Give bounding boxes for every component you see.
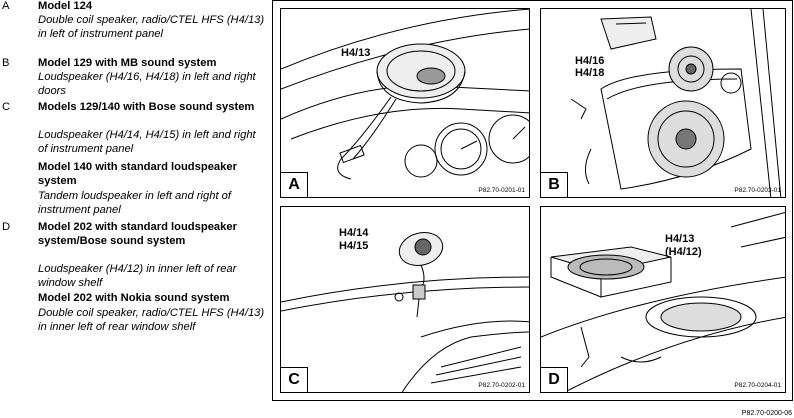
figure-frame: H4/13 A P82.70-0201-01	[272, 0, 793, 401]
panel-d: H4/13 (H4/12) D P82.70-0204-01	[540, 206, 786, 393]
legend-letter-d: D	[2, 221, 11, 233]
legend-desc-a: Double coil speaker, radio/CTEL HFS (H4/…	[38, 14, 265, 40]
panel-a-callout-1: H4/13	[341, 47, 371, 59]
legend-title-d2: Model 202 with Nokia sound system	[38, 292, 230, 304]
panel-b-callout-1: H4/16	[575, 55, 605, 67]
figure-reference: P82.70-0200-06	[741, 410, 792, 417]
panel-a-letter: A	[281, 172, 308, 197]
panel-d-callout-2: (H4/12)	[665, 246, 702, 258]
legend-desc-d2: Double coil speaker, radio/CTEL HFS (H4/…	[38, 307, 265, 333]
panel-b-letter: B	[541, 172, 568, 197]
legend-letter-b: B	[2, 57, 10, 69]
legend-desc-b: Loudspeaker (H4/16, H4/18) in left and r…	[38, 71, 256, 97]
panel-a: H4/13 A P82.70-0201-01	[280, 8, 530, 198]
panel-a-code: P82.70-0201-01	[478, 187, 525, 194]
legend-letter-c: C	[2, 101, 11, 113]
legend-title-c2: Model 140 with standard loudspeaker syst…	[38, 161, 237, 187]
legend-desc-c: Loudspeaker (H4/14, H4/15) in left and r…	[38, 129, 256, 155]
panel-b-illustration	[570, 9, 782, 197]
panel-c: H4/14 H4/15 C P82.70-0202-01	[280, 206, 530, 393]
panel-c-letter: C	[281, 367, 308, 392]
legend-desc-d: Loudspeaker (H4/12) in inner left of rea…	[38, 263, 237, 289]
panel-c-illustration	[281, 232, 529, 392]
legend-title-c: Models 129/140 with Bose sound system	[38, 101, 255, 113]
legend-desc-c2: Tandem loudspeaker in left and right of …	[38, 190, 232, 216]
legend-title-b: Model 129 with MB sound system	[38, 57, 217, 69]
panel-d-callout-1: H4/13	[665, 233, 695, 245]
panel-b: H4/16 H4/18 B P82.70-0203-01	[540, 8, 786, 198]
panel-b-code: P82.70-0203-01	[734, 187, 781, 194]
panel-a-illustration	[281, 9, 529, 180]
panel-d-letter: D	[541, 367, 568, 392]
panel-c-callout-2: H4/15	[339, 240, 369, 252]
panel-b-callout-2: H4/18	[575, 67, 605, 79]
panel-c-code: P82.70-0202-01	[478, 382, 525, 389]
legend-title-d: Model 202 with standard loudspeaker syst…	[38, 221, 237, 247]
panel-d-code: P82.70-0204-01	[734, 382, 781, 389]
panel-d-illustration	[541, 212, 785, 392]
legend-title-a: Model 124	[38, 0, 93, 12]
legend-letter-a: A	[2, 0, 10, 12]
panel-c-callout-1: H4/14	[339, 227, 369, 239]
